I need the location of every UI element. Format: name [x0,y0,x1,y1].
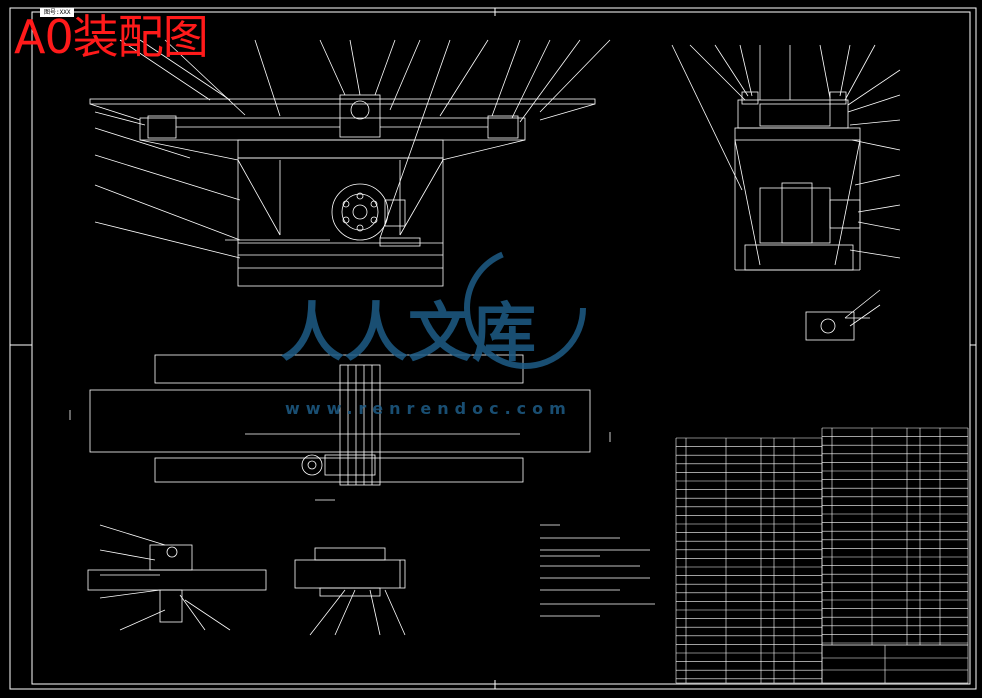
top-view [69,354,611,501]
technical-notes [540,524,655,617]
drawing-stamp-title: A0装配图 [14,10,209,64]
front-view [89,39,611,287]
watermark-brand: 人人文库 [280,297,536,371]
side-view [671,44,901,271]
title-block [821,644,969,684]
section-view-left [87,524,267,631]
watermark: 人人文库 www.renrendoc.com [280,247,586,418]
detail-view [805,289,881,341]
parts-list-table [675,427,969,684]
section-view-middle [294,547,406,636]
watermark-url: www.renrendoc.com [285,399,572,418]
drawing-frame [9,7,977,690]
corner-label: 图号:XXX [40,8,75,17]
